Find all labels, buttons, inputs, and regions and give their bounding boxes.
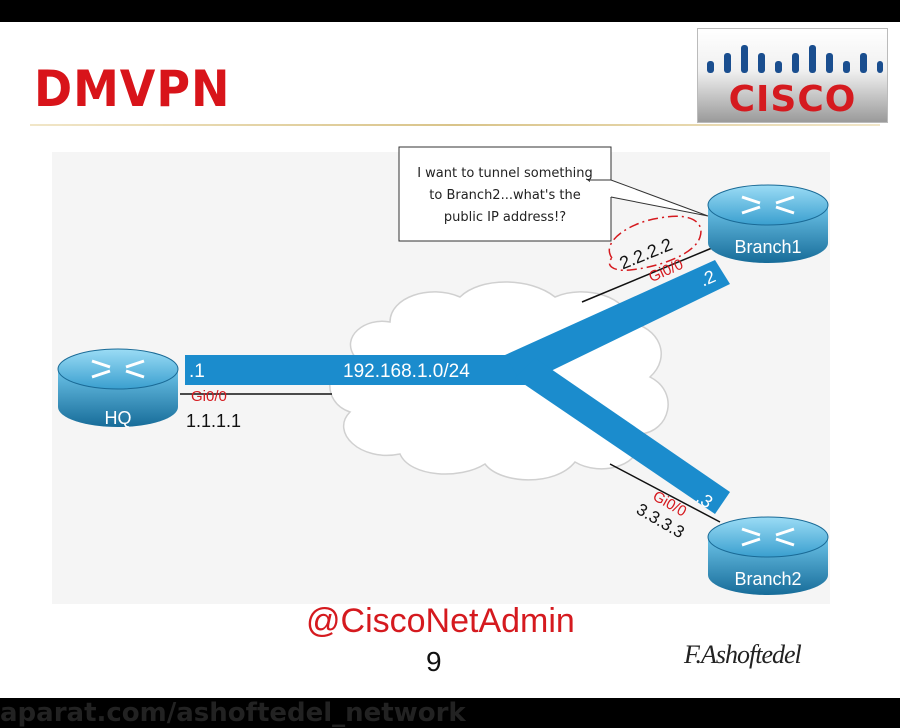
author-signature: F.Ashoftedel (684, 640, 802, 669)
hq-router-icon: HQ (57, 348, 179, 428)
branch2-tunnel-bar (515, 358, 730, 514)
branch1-tunnel-ip: .2 (697, 266, 719, 290)
hq-tunnel-bar (185, 355, 525, 385)
callout-box: I want to tunnel something to Branch2...… (398, 146, 709, 242)
branch2-physical-link (609, 463, 721, 523)
slide: DMVPN CISCO (0, 22, 900, 728)
callout-line-2: to Branch2...what's the (429, 188, 580, 203)
cisco-logo: CISCO (697, 28, 888, 123)
hq-interface: Gi0/0 (191, 388, 227, 405)
hq-public-ip: 1.1.1.1 (186, 411, 241, 431)
aparat-watermark: aparat.com/ashoftedel_network (0, 698, 466, 728)
dmvpn-diagram: 192.168.1.0/24 .1 .2 .3 Gi0/0 1.1.1.1 Gi… (52, 146, 830, 604)
cisco-logo-text: CISCO (728, 79, 857, 120)
title-divider (30, 124, 880, 126)
branch2-router-icon: Branch2 (707, 516, 829, 595)
callout-line-1: I want to tunnel something (417, 166, 593, 181)
hq-label: HQ (105, 408, 132, 428)
branch1-physical-link (581, 247, 713, 303)
branch1-label: Branch1 (734, 237, 801, 257)
branch1-tunnel-bar (505, 260, 730, 385)
network-label: 192.168.1.0/24 (343, 361, 470, 382)
callout-line-3: public IP address!? (444, 210, 566, 225)
branch1-ip-highlight (608, 215, 702, 272)
cisco-bars-icon (707, 45, 883, 73)
page-number: 9 (426, 646, 442, 677)
branch2-label: Branch2 (734, 569, 801, 589)
hq-tunnel-ip: .1 (189, 361, 205, 382)
slide-title: DMVPN (34, 60, 231, 118)
twitter-handle: @CiscoNetAdmin (306, 602, 575, 640)
branch1-router-icon: Branch1 (707, 184, 829, 263)
